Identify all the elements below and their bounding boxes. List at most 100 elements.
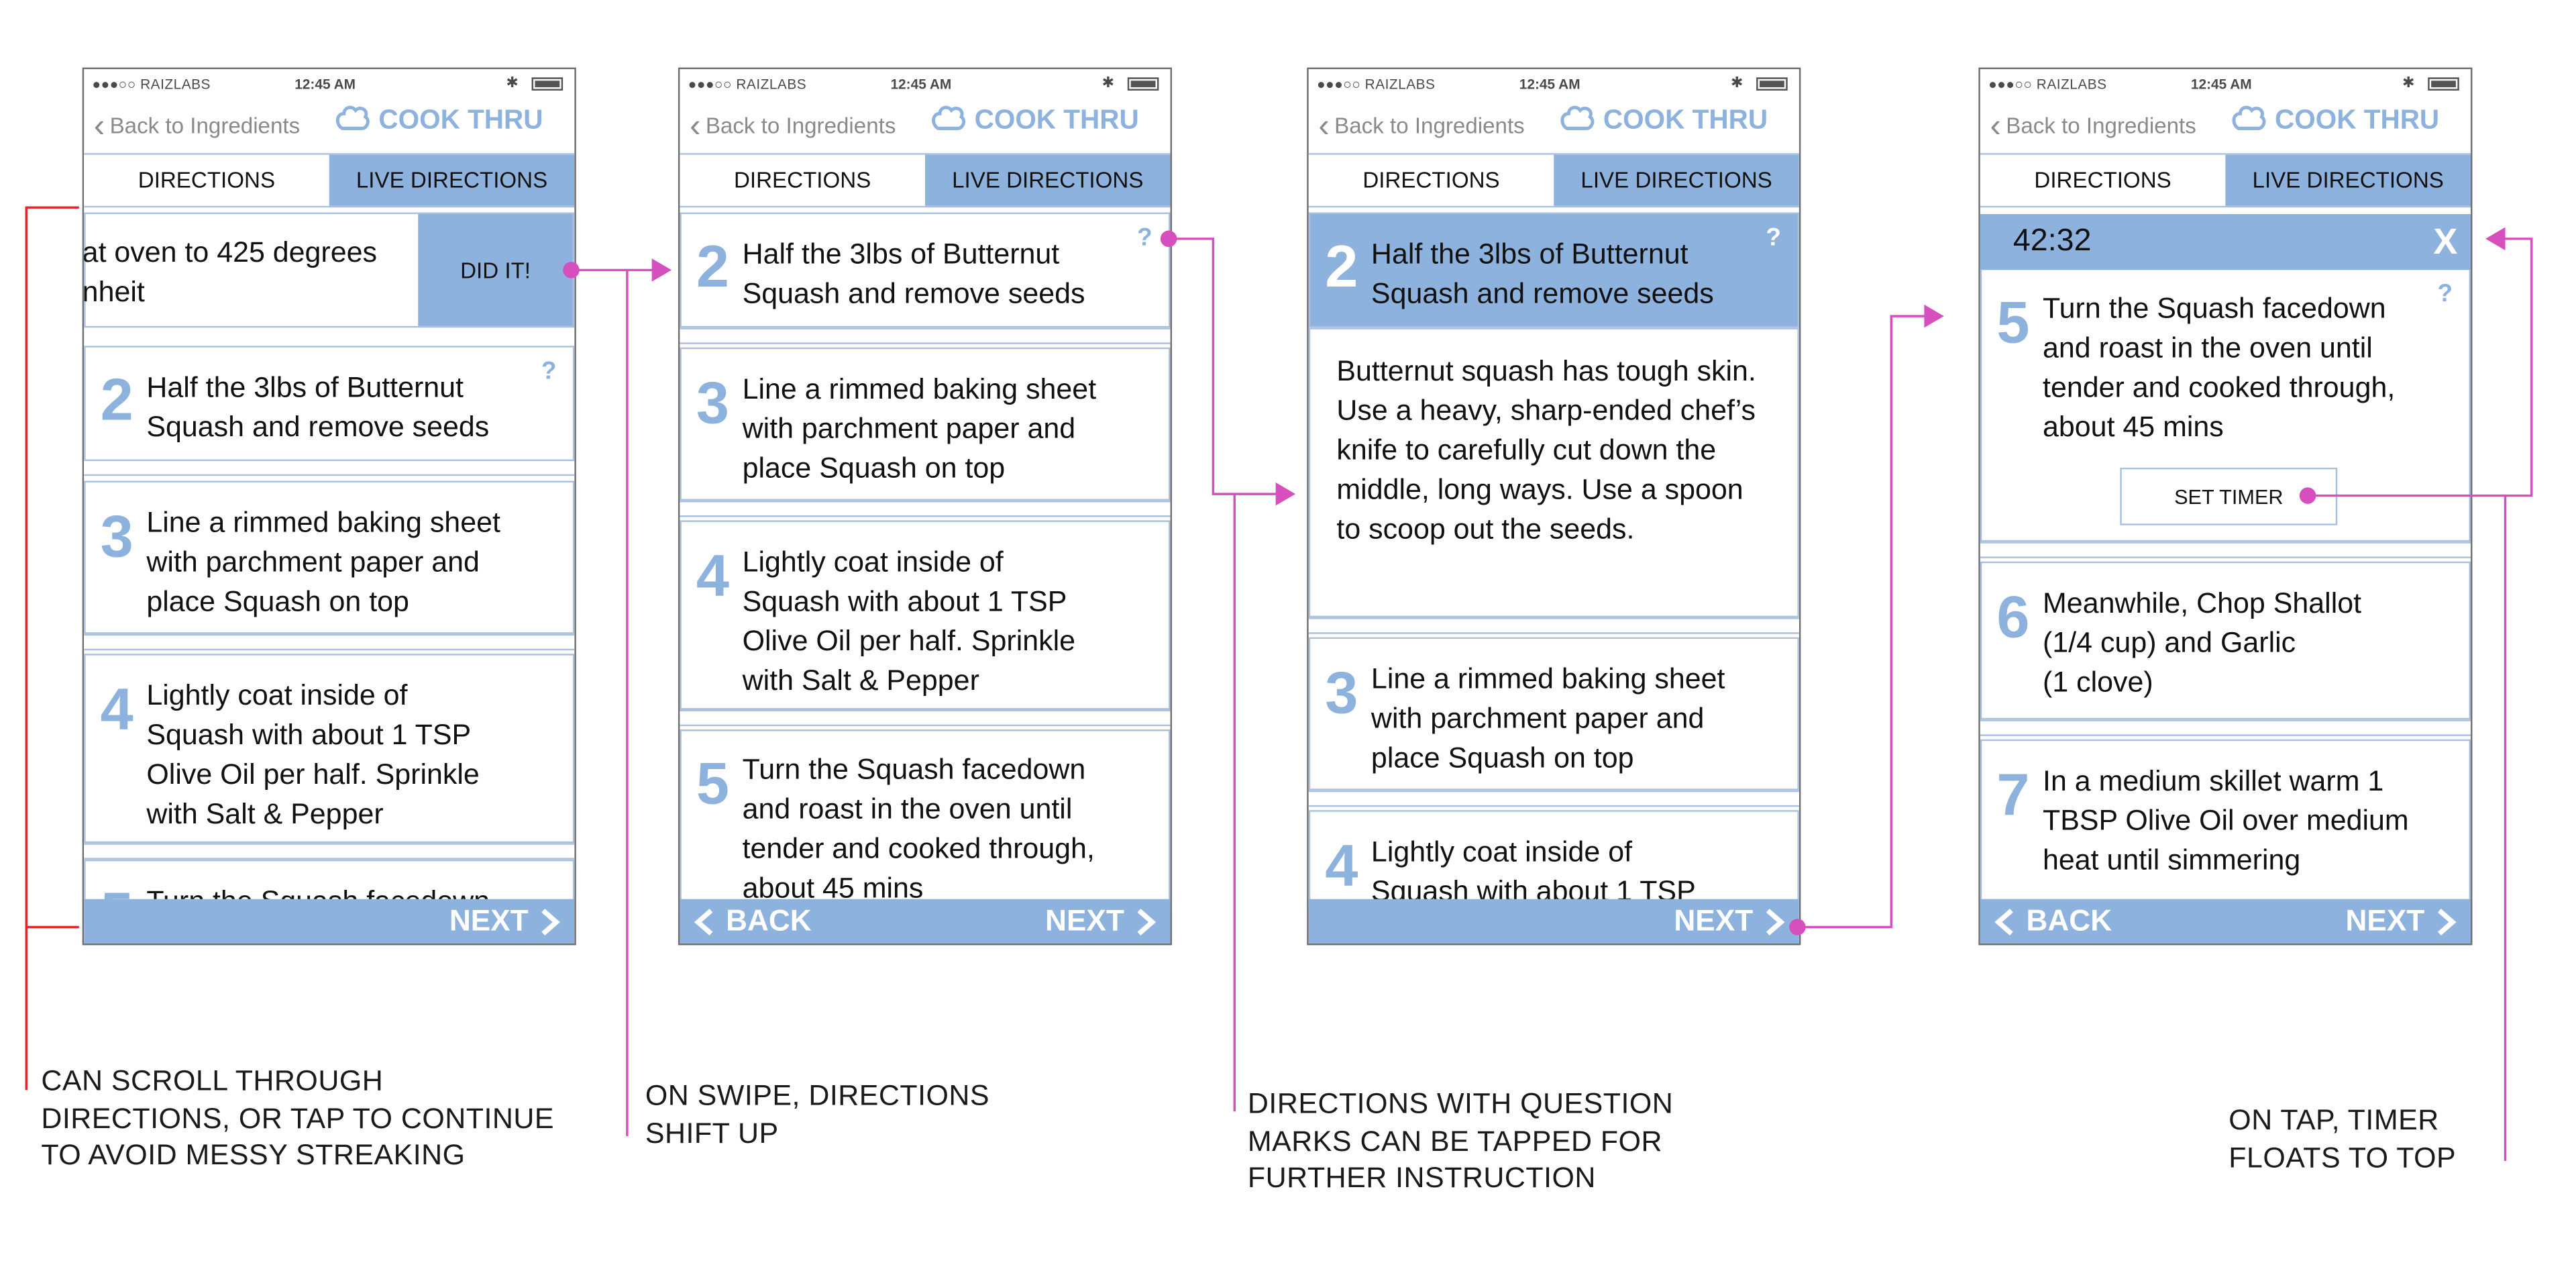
floating-timer-bar[interactable]: 42:32 X xyxy=(1980,213,2471,270)
step-number: 2 xyxy=(100,365,133,434)
further-instruction-panel: Butternut squash has tough skin. Use a h… xyxy=(1308,327,1799,618)
carrier-label: ●●●○○ RAIZLABS xyxy=(1316,75,1436,93)
tab-live-directions[interactable]: LIVE DIRECTIONS xyxy=(924,154,1171,206)
question-mark-icon[interactable]: ? xyxy=(541,357,557,386)
carrier-label: ●●●○○ RAIZLABS xyxy=(1988,75,2107,93)
back-to-ingredients-link[interactable]: ‹ Back to Ingredients xyxy=(1318,107,1525,144)
nav-bar: ‹ Back to Ingredients COOK THRU xyxy=(680,97,1170,153)
chevron-left-icon: ‹ xyxy=(1990,107,2001,144)
step-card-3[interactable]: 3 Line a rimmed baking sheet with parchm… xyxy=(84,480,575,634)
next-label: NEXT xyxy=(1045,904,1124,937)
chevron-right-icon xyxy=(1137,907,1157,935)
tab-directions[interactable]: DIRECTIONS xyxy=(680,154,925,206)
step-text: Line a rimmed baking sheet with parchmen… xyxy=(1371,662,1725,774)
chef-hat-icon xyxy=(932,105,966,130)
footer-nav: NEXT xyxy=(84,899,575,944)
tab-bar: DIRECTIONS LIVE DIRECTIONS xyxy=(84,153,575,208)
next-label: NEXT xyxy=(1674,904,1754,937)
chef-hat-icon xyxy=(335,105,370,130)
tab-live-directions[interactable]: LIVE DIRECTIONS xyxy=(2225,154,2471,206)
step-text: In a medium skillet warm 1 TBSP Olive Oi… xyxy=(2043,764,2409,876)
back-label: BACK xyxy=(726,904,812,937)
back-to-ingredients-link[interactable]: ‹ Back to Ingredients xyxy=(93,107,300,144)
screen-1: ●●●○○ RAIZLABS 12:45 AM ✱ ‹ Back to Ingr… xyxy=(82,67,576,946)
chevron-right-icon xyxy=(2437,907,2457,935)
footer-nav: NEXT xyxy=(1308,899,1799,944)
carrier-label: ●●●○○ RAIZLABS xyxy=(688,75,807,93)
separator xyxy=(680,709,1171,727)
back-to-ingredients-link[interactable]: ‹ Back to Ingredients xyxy=(1990,107,2196,144)
question-mark-icon[interactable]: ? xyxy=(1766,223,1781,252)
carrier-label: ●●●○○ RAIZLABS xyxy=(92,75,211,93)
chevron-right-icon xyxy=(541,907,560,935)
separator xyxy=(84,459,575,476)
step-card-2-expanded[interactable]: 2 Half the 3lbs of Butternut Squash and … xyxy=(1308,212,1799,328)
step-text: Meanwhile, Chop Shallot (1/4 cup) and Ga… xyxy=(2043,586,2362,699)
question-mark-icon[interactable]: ? xyxy=(1137,223,1152,252)
tab-live-directions[interactable]: LIVE DIRECTIONS xyxy=(329,154,575,206)
next-button[interactable]: NEXT xyxy=(1045,904,1157,939)
app-brand: COOK THRU xyxy=(930,104,1139,137)
status-bar: ●●●○○ RAIZLABS 12:45 AM ✱ xyxy=(1309,69,1799,95)
step-card-4-partial[interactable]: 4 Lightly coat inside of Squash with abo… xyxy=(1308,810,1799,909)
battery-icon xyxy=(1127,77,1159,91)
chevron-right-icon xyxy=(1766,907,1785,935)
step-card-7[interactable]: 7 In a medium skillet warm 1 TBSP Olive … xyxy=(1980,739,2471,901)
step-number: 7 xyxy=(1996,760,2030,829)
step-number: 4 xyxy=(696,542,730,609)
set-timer-button[interactable]: SET TIMER xyxy=(2120,467,2338,525)
step-card-4[interactable]: 4 Lightly coat inside of Squash with abo… xyxy=(84,654,575,844)
tab-directions[interactable]: DIRECTIONS xyxy=(84,154,329,206)
next-label: NEXT xyxy=(449,904,529,937)
footer-nav: BACK NEXT xyxy=(1980,899,2471,944)
step-number: 2 xyxy=(696,232,730,300)
did-it-button[interactable]: DID IT! xyxy=(418,213,573,326)
separator xyxy=(84,843,575,860)
clock: 12:45 AM xyxy=(890,75,952,93)
back-label: Back to Ingredients xyxy=(1334,113,1525,139)
step-card-4[interactable]: 4 Lightly coat inside of Squash with abo… xyxy=(680,520,1171,710)
close-icon[interactable]: X xyxy=(2433,220,2458,262)
nav-bar: ‹ Back to Ingredients COOK THRU xyxy=(84,97,574,153)
question-mark-icon[interactable]: ? xyxy=(2437,280,2453,308)
status-bar: ●●●○○ RAIZLABS 12:45 AM ✱ xyxy=(680,69,1170,95)
back-label: BACK xyxy=(2026,904,2112,937)
step-card-6[interactable]: 6 Meanwhile, Chop Shallot (1/4 cup) and … xyxy=(1980,561,2471,720)
tab-live-directions[interactable]: LIVE DIRECTIONS xyxy=(1554,154,1799,206)
back-button[interactable]: BACK xyxy=(1993,904,2112,939)
app-brand: COOK THRU xyxy=(2231,104,2439,137)
next-button[interactable]: NEXT xyxy=(449,904,561,939)
chevron-left-icon: ‹ xyxy=(93,107,105,144)
back-to-ingredients-link[interactable]: ‹ Back to Ingredients xyxy=(690,109,896,142)
separator xyxy=(84,634,575,651)
tab-bar: DIRECTIONS LIVE DIRECTIONS xyxy=(1308,153,1799,208)
step-card-3[interactable]: 3 Line a rimmed baking sheet with parchm… xyxy=(1308,637,1799,791)
tab-bar: DIRECTIONS LIVE DIRECTIONS xyxy=(680,153,1171,208)
step-card-5[interactable]: 5 Turn the Squash facedown and roast in … xyxy=(1980,270,2471,542)
step-number: 5 xyxy=(696,749,730,817)
next-button[interactable]: NEXT xyxy=(1674,904,1786,939)
back-button[interactable]: BACK xyxy=(693,904,812,939)
back-label: Back to Ingredients xyxy=(2006,113,2196,139)
step-text: Line a rimmed baking sheet with parchmen… xyxy=(742,372,1097,485)
bluetooth-icon: ✱ xyxy=(2402,74,2415,91)
separator xyxy=(1980,542,2471,558)
tab-directions[interactable]: DIRECTIONS xyxy=(1308,154,1554,206)
step-card-3[interactable]: 3 Line a rimmed baking sheet with parchm… xyxy=(680,347,1171,501)
battery-icon xyxy=(1756,77,1788,91)
step-card-2[interactable]: 2 Half the 3lbs of Butternut Squash and … xyxy=(84,346,575,462)
step-card-2[interactable]: 2 Half the 3lbs of Butternut Squash and … xyxy=(680,212,1171,328)
tab-directions[interactable]: DIRECTIONS xyxy=(1980,154,2226,206)
step-text: Line a rimmed baking sheet with parchmen… xyxy=(146,505,500,618)
chevron-left-icon: ‹ xyxy=(1318,107,1330,144)
next-button[interactable]: NEXT xyxy=(2345,904,2457,939)
separator xyxy=(680,500,1171,517)
step-card-5[interactable]: 5 Turn the Squash facedown and roast in … xyxy=(680,729,1171,911)
arrowhead xyxy=(1275,482,1296,506)
arrowhead xyxy=(1924,304,1944,328)
timer-value: 42:32 xyxy=(2012,223,2092,259)
step-number: 3 xyxy=(696,368,730,437)
bluetooth-icon: ✱ xyxy=(1730,74,1743,91)
battery-icon xyxy=(2428,77,2459,91)
